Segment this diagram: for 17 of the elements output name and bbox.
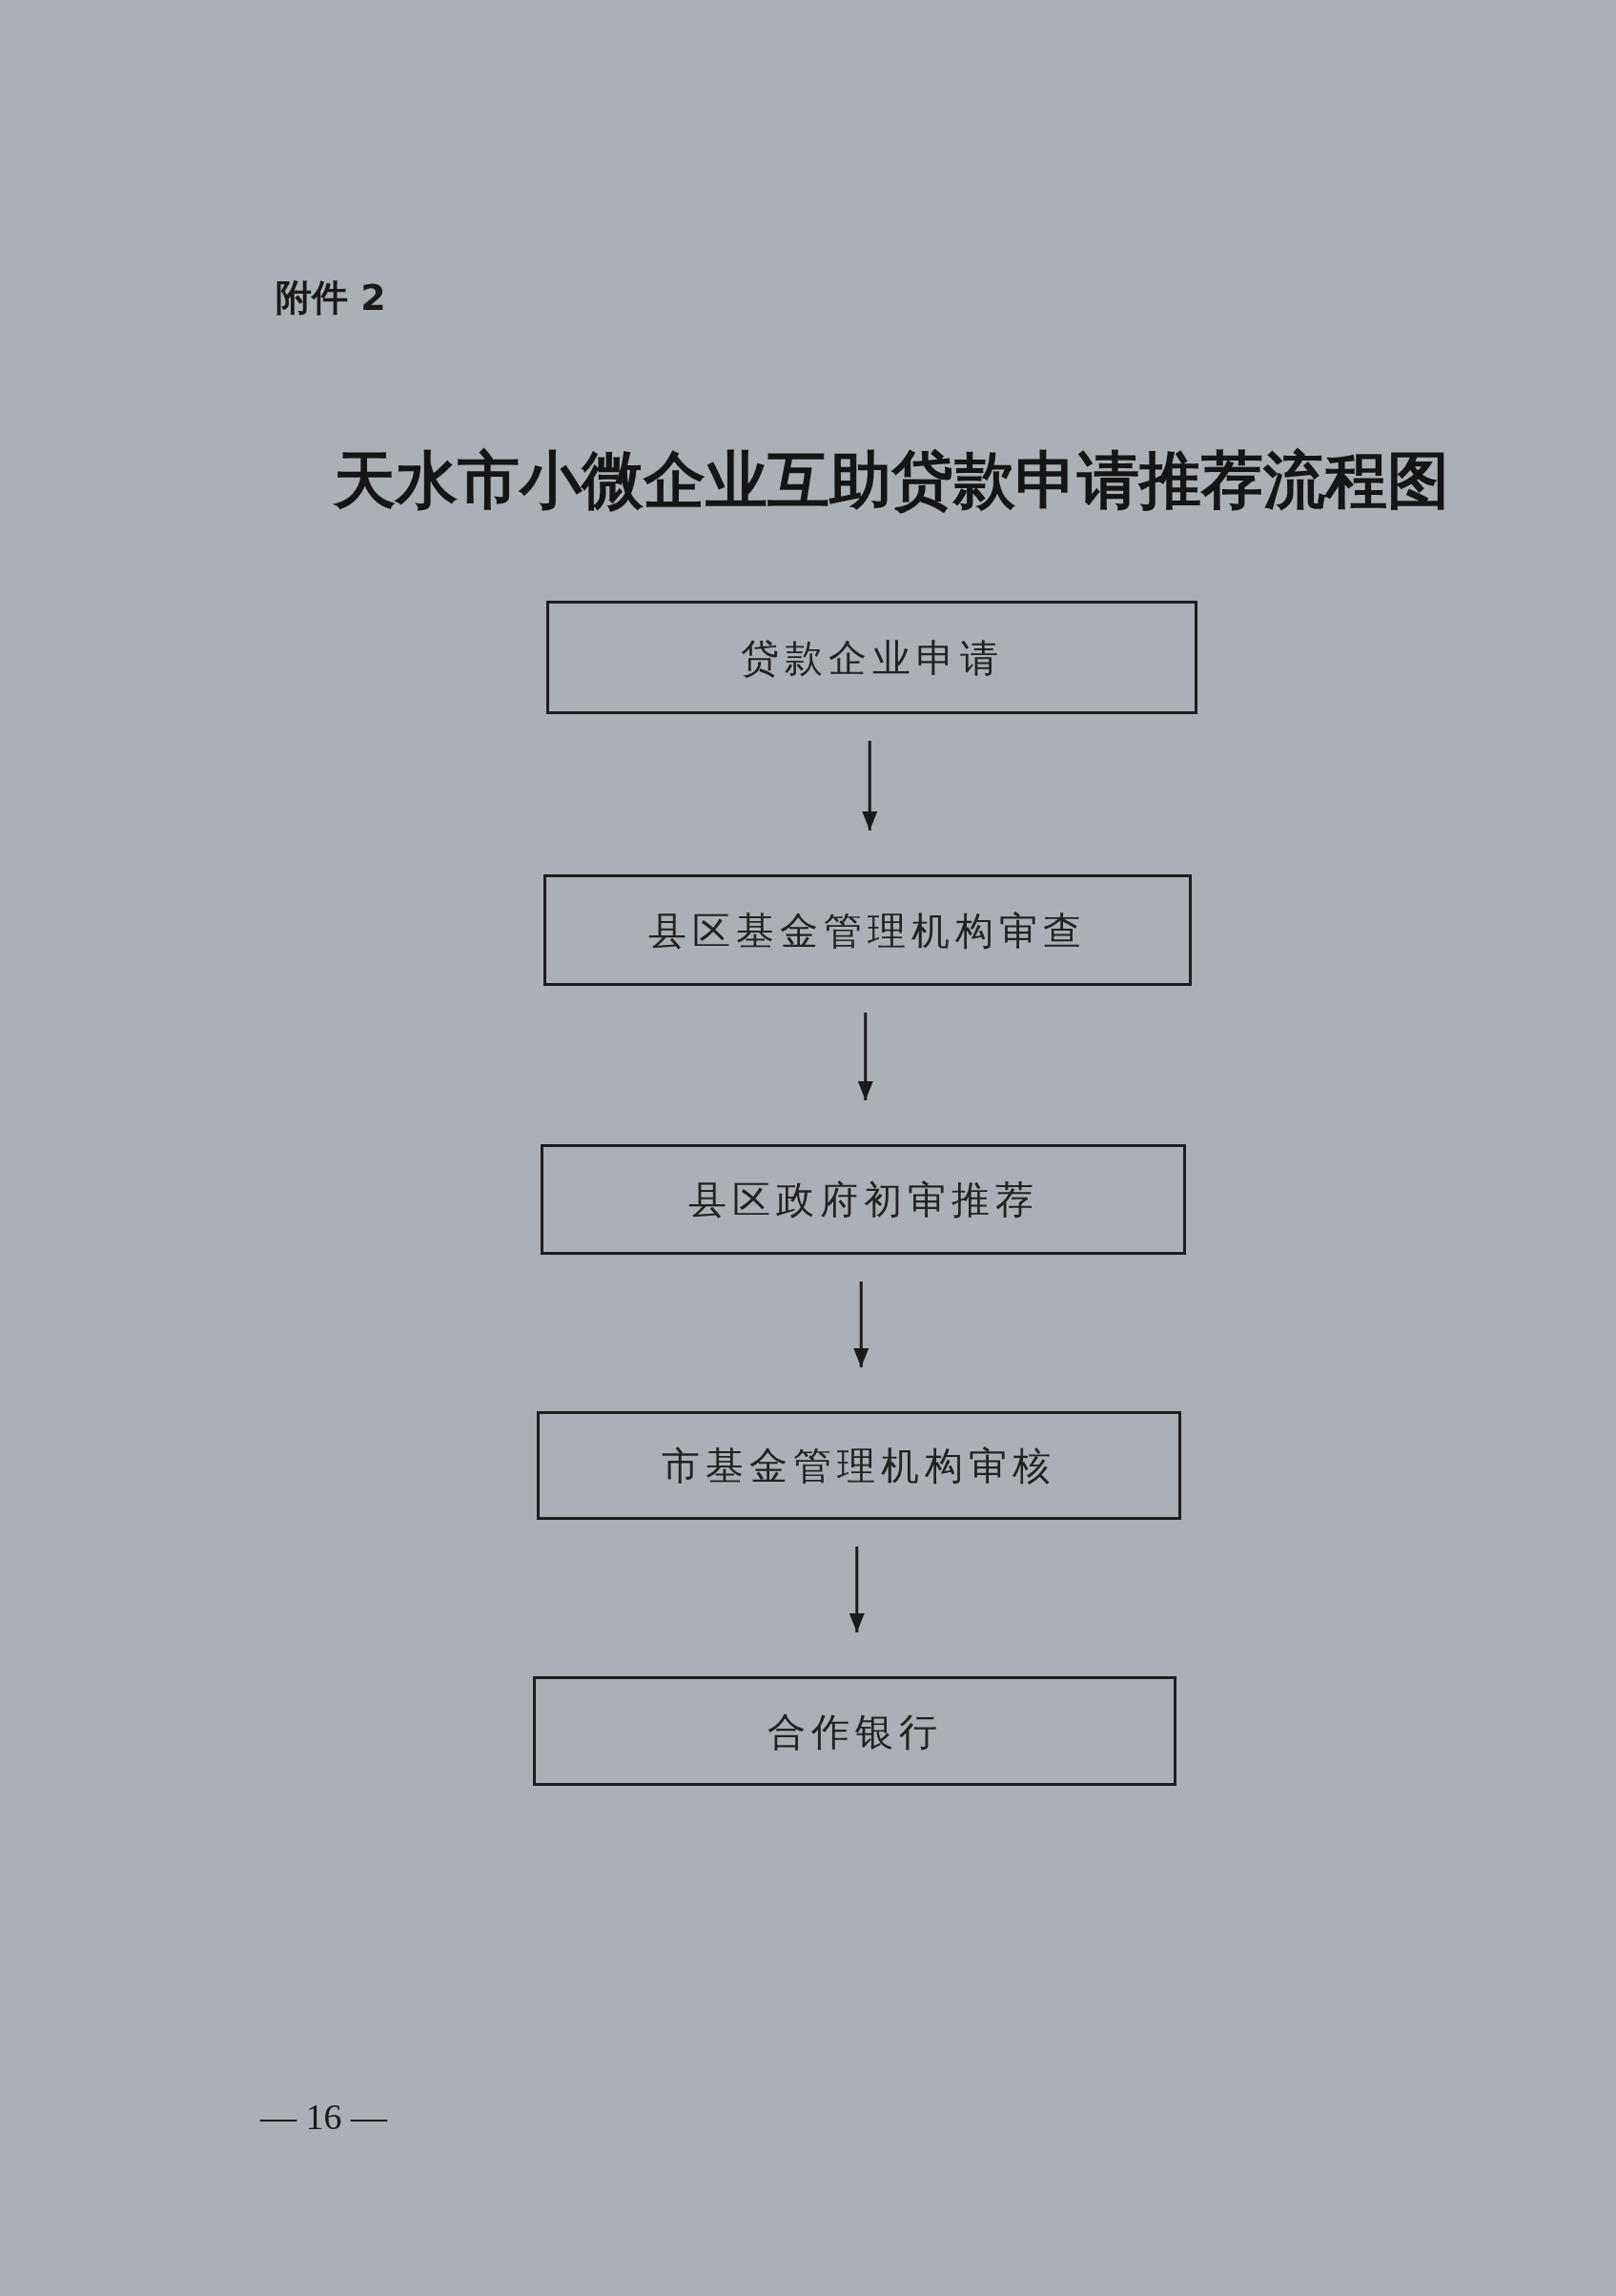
process-step-text: 贷款企业申请	[740, 634, 1004, 681]
process-box	[546, 601, 1197, 714]
process-box	[537, 1411, 1181, 1520]
process-box	[533, 1676, 1176, 1786]
diagram-title: 天水市小微企业互助贷款申请推荐流程图	[334, 444, 1449, 516]
attachment-label: 附件 2	[276, 277, 386, 320]
process-box	[543, 874, 1192, 986]
process-step-text: 合作银行	[767, 1708, 943, 1754]
page-number: — 16 —	[260, 2096, 387, 2139]
process-box	[541, 1144, 1186, 1255]
arrow	[857, 1013, 873, 1100]
arrow	[862, 741, 878, 830]
process-step-text: 市基金管理机构审核	[662, 1443, 1056, 1488]
process-step-text: 县区政府初审推荐	[687, 1177, 1039, 1222]
arrow	[853, 1281, 869, 1367]
arrow	[849, 1547, 865, 1632]
process-step-text: 县区基金管理机构审查	[648, 907, 1087, 953]
